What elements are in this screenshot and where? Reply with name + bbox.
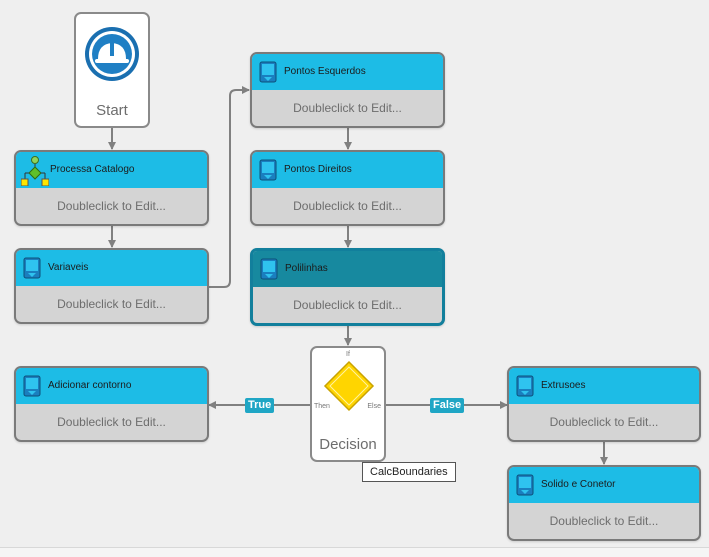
node-edit-hint: Doubleclick to Edit...: [549, 415, 659, 429]
decision-node[interactable]: If Then Else Decision: [310, 346, 386, 462]
port-then: Then: [314, 403, 330, 410]
script-block-icon: [516, 474, 534, 496]
port-if: If: [346, 351, 350, 358]
node-header: Pontos Esquerdos: [252, 54, 443, 90]
script-block-icon: [260, 258, 278, 280]
node-title: Extrusoes: [541, 380, 586, 391]
node-title: Pontos Direitos: [284, 164, 352, 175]
start-node[interactable]: Start: [74, 12, 150, 128]
node-title: Adicionar contorno: [48, 380, 132, 391]
node-edit-hint: Doubleclick to Edit...: [293, 298, 402, 312]
node-title: Variaveis: [48, 262, 89, 273]
port-else: Else: [367, 403, 381, 410]
node-edit-hint: Doubleclick to Edit...: [57, 415, 166, 429]
true-branch-badge: True: [245, 398, 275, 413]
node-header: Adicionar contorno: [16, 368, 207, 404]
decision-tooltip: CalcBoundaries: [362, 462, 456, 482]
horizontal-scrollbar[interactable]: [0, 547, 709, 557]
node-edit-hint: Doubleclick to Edit...: [57, 297, 166, 311]
false-branch-badge: False: [430, 398, 465, 413]
node-pontos-direitos[interactable]: Pontos Direitos Doubleclick to Edit...: [250, 150, 445, 226]
node-header: Processa Catalogo: [16, 152, 207, 188]
flowchart-icon: [21, 156, 49, 186]
node-adicionar-contorno[interactable]: Adicionar contorno Doubleclick to Edit..…: [14, 366, 209, 442]
script-block-icon: [259, 61, 277, 83]
node-title: Processa Catalogo: [50, 164, 135, 175]
hard-hat-icon: [85, 27, 139, 81]
node-header: Pontos Direitos: [252, 152, 443, 188]
node-edit-hint: Doubleclick to Edit...: [57, 199, 166, 213]
node-variaveis[interactable]: Variaveis Doubleclick to Edit...: [14, 248, 209, 324]
node-header: Solido e Conetor: [509, 467, 699, 503]
script-block-icon: [23, 257, 41, 279]
script-block-icon: [516, 375, 534, 397]
node-header: Variaveis: [16, 250, 207, 286]
wire-variaveis-to-pontos-esquerdos: [209, 86, 250, 288]
node-extrusoes[interactable]: Extrusoes Doubleclick to Edit...: [507, 366, 701, 442]
node-pontos-esquerdos[interactable]: Pontos Esquerdos Doubleclick to Edit...: [250, 52, 445, 128]
node-title: Pontos Esquerdos: [284, 66, 366, 77]
script-block-icon: [259, 159, 277, 181]
decision-diamond-icon: [323, 360, 375, 412]
script-block-icon: [23, 375, 41, 397]
node-header: Polilinhas: [253, 251, 442, 287]
node-polilinhas[interactable]: Polilinhas Doubleclick to Edit...: [250, 248, 445, 326]
node-edit-hint: Doubleclick to Edit...: [293, 101, 402, 115]
node-edit-hint: Doubleclick to Edit...: [293, 199, 402, 213]
node-edit-hint: Doubleclick to Edit...: [549, 514, 659, 528]
node-title: Polilinhas: [285, 263, 328, 274]
decision-label: Decision: [319, 436, 377, 453]
node-solido-e-conetor[interactable]: Solido e Conetor Doubleclick to Edit...: [507, 465, 701, 541]
node-processa-catalogo[interactable]: Processa Catalogo Doubleclick to Edit...: [14, 150, 209, 226]
node-header: Extrusoes: [509, 368, 699, 404]
node-title: Solido e Conetor: [541, 479, 616, 490]
start-label: Start: [96, 102, 128, 119]
